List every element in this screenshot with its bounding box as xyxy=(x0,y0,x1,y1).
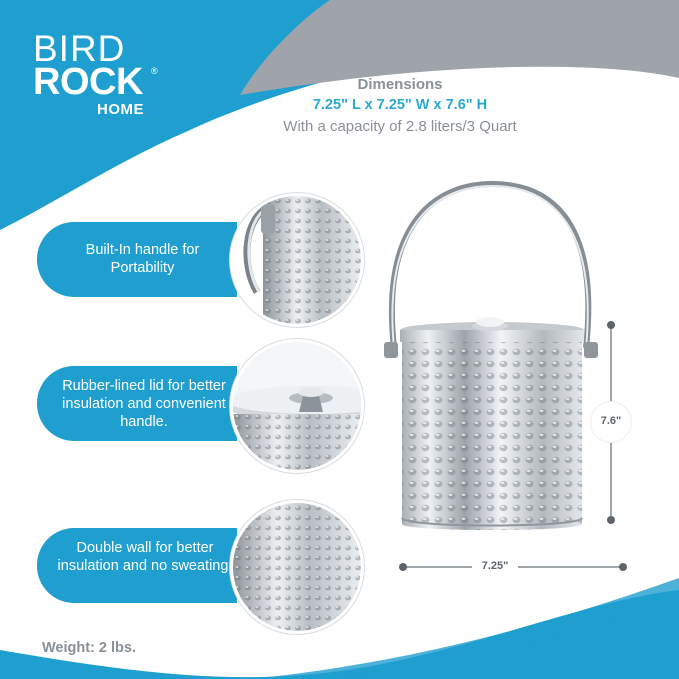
dimensions-title: Dimensions xyxy=(357,76,443,93)
dimensions-size: 7.25" L x 7.25" W x 7.6" H xyxy=(312,97,488,113)
height-badge: 7.6" xyxy=(591,402,631,442)
weight-text: Weight: 2 lbs. xyxy=(42,640,136,656)
height-label: 7.6" xyxy=(600,415,622,427)
width-label: 7.25" xyxy=(481,560,509,572)
feature-text-handle: Built-In handle for Portability xyxy=(85,242,200,276)
dimensions-block: Dimensions 7.25" L x 7.25" W x 7.6" H Wi… xyxy=(230,76,570,137)
wall-closeup-image xyxy=(230,500,364,634)
dimensions-capacity: With a capacity of 2.8 liters/3 Quart xyxy=(283,118,517,135)
brand-line-2: ROCK xyxy=(33,61,143,103)
handle-closeup-image xyxy=(230,193,364,327)
feature-text-wall: Double wall for better insulation and no… xyxy=(57,540,233,574)
feature-text-lid: Rubber-lined lid for better insulation a… xyxy=(62,378,226,430)
ice-bucket-image xyxy=(384,180,598,530)
feature-callout-wall: Double wall for better insulation and no… xyxy=(37,528,237,603)
brand-line-1: BIRD xyxy=(33,28,126,69)
brand-logo: BIRD ROCK ® HOME xyxy=(33,30,173,120)
width-badge: 7.25" xyxy=(472,547,518,587)
brand-line-3: HOME xyxy=(97,101,144,118)
feature-callout-handle: Built-In handle for Portability xyxy=(37,222,237,297)
registered-mark: ® xyxy=(151,66,158,76)
feature-callout-lid: Rubber-lined lid for better insulation a… xyxy=(37,366,237,441)
lid-closeup-image xyxy=(230,339,364,473)
